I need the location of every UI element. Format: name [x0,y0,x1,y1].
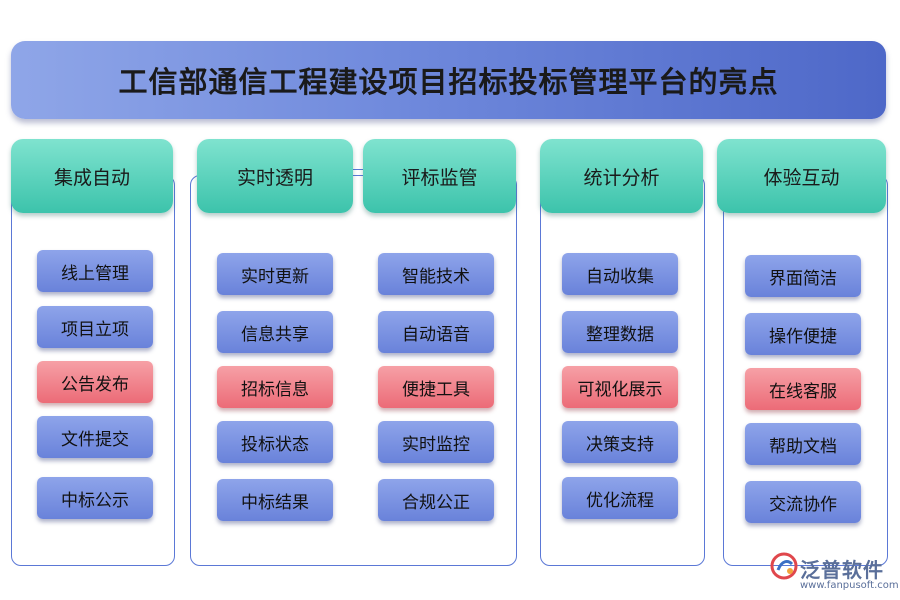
item-label: 中标结果 [241,492,309,513]
item-label: 自动语音 [402,324,470,345]
item-label: 在线客服 [769,381,837,402]
item-label: 可视化展示 [577,379,663,400]
header-label: 评标监管 [401,166,478,189]
list-item: 招标信息 [217,366,333,408]
header-label: 集成自动 [53,166,130,189]
item-label: 文件提交 [61,429,129,450]
list-item: 公告发布 [37,361,153,403]
item-label: 智能技术 [402,266,470,287]
item-label: 帮助文档 [769,436,837,457]
list-item: 操作便捷 [745,313,861,355]
list-item: 文件提交 [37,416,153,458]
item-label: 界面简洁 [769,268,837,289]
logo-mark-icon [770,552,798,580]
header-label: 实时透明 [236,166,313,189]
brand-logo: 泛普软件 www.fanpusoft.com [770,552,899,594]
item-label: 自动收集 [586,266,654,287]
header-label: 统计分析 [583,166,660,189]
header-col-1: 集成自动 [11,139,173,213]
item-label: 优化流程 [586,490,654,511]
item-label: 合规公正 [402,492,470,513]
list-item: 实时更新 [217,253,333,295]
item-label: 便捷工具 [402,379,470,400]
item-label: 实时更新 [241,266,309,287]
header-label: 体验互动 [763,166,840,189]
list-item: 便捷工具 [378,366,494,408]
list-item: 优化流程 [562,477,678,519]
item-label: 实时监控 [402,434,470,455]
list-item: 交流协作 [745,481,861,523]
list-item: 合规公正 [378,479,494,521]
logo-name: 泛普软件 [800,558,884,582]
header-connector [353,169,363,170]
header-col-3: 评标监管 [363,139,516,213]
list-item: 决策支持 [562,421,678,463]
list-item: 中标结果 [217,479,333,521]
item-label: 中标公示 [61,490,129,511]
header-col-2: 实时透明 [197,139,353,213]
item-label: 决策支持 [586,434,654,455]
logo-url: www.fanpusoft.com [800,580,899,591]
item-label: 项目立项 [61,319,129,340]
list-item: 智能技术 [378,253,494,295]
list-item: 实时监控 [378,421,494,463]
header-col-5: 体验互动 [717,139,886,213]
title-banner: 工信部通信工程建设项目招标投标管理平台的亮点 [11,41,886,119]
list-item: 可视化展示 [562,366,678,408]
item-label: 交流协作 [769,494,837,515]
list-item: 自动语音 [378,311,494,353]
item-label: 操作便捷 [769,326,837,347]
diagram-title: 工信部通信工程建设项目招标投标管理平台的亮点 [118,65,779,99]
list-item: 线上管理 [37,250,153,292]
list-item: 中标公示 [37,477,153,519]
item-label: 整理数据 [586,324,654,345]
list-item: 信息共享 [217,311,333,353]
list-item: 帮助文档 [745,423,861,465]
item-label: 信息共享 [241,324,309,345]
item-label: 招标信息 [241,379,309,400]
list-item: 界面简洁 [745,255,861,297]
item-label: 公告发布 [61,374,129,395]
list-item: 投标状态 [217,421,333,463]
item-label: 线上管理 [61,263,129,284]
list-item: 自动收集 [562,253,678,295]
item-label: 投标状态 [241,434,309,455]
list-item: 项目立项 [37,306,153,348]
header-col-4: 统计分析 [540,139,703,213]
list-item: 整理数据 [562,311,678,353]
list-item: 在线客服 [745,368,861,410]
